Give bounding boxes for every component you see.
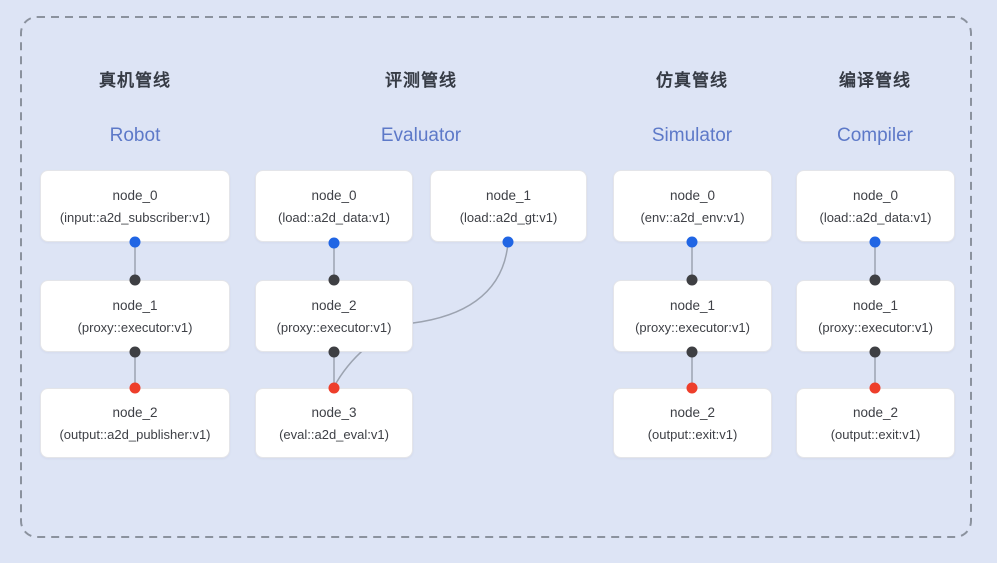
pipeline-title-en: Compiler (836, 125, 914, 146)
node-type-label: (output::exit:v1) (830, 427, 921, 442)
pipeline-title-zh: 评测管线 (385, 71, 457, 90)
diagram-node[interactable]: node_2(output::exit:v1) (613, 388, 772, 458)
pipeline-title-zh: 编译管线 (839, 71, 911, 90)
node-name-label: node_2 (852, 405, 899, 420)
node-type-label: (proxy::executor:v1) (635, 320, 750, 335)
node-type-label: (eval::a2d_eval:v1) (279, 427, 389, 442)
node-type-label: (output::exit:v1) (647, 427, 738, 442)
port-dot-blue (328, 237, 340, 249)
port-dot-blue (502, 236, 514, 248)
diagram-node[interactable]: node_0(load::a2d_data:v1) (255, 170, 413, 242)
port-dot-black (129, 346, 141, 358)
port-dot-red (328, 382, 340, 394)
dashed-container-border (20, 16, 972, 538)
diagram-node[interactable]: node_0(input::a2d_subscriber:v1) (40, 170, 230, 242)
node-type-label: (proxy::executor:v1) (818, 320, 933, 335)
node-name-label: node_0 (669, 188, 716, 203)
port-dot-red (686, 382, 698, 394)
port-dot-black (686, 346, 698, 358)
port-dot-red (129, 382, 141, 394)
port-dot-black (328, 346, 340, 358)
port-dot-black (869, 274, 881, 286)
diagram-node[interactable]: node_1(proxy::executor:v1) (40, 280, 230, 352)
diagram-node[interactable]: node_0(load::a2d_data:v1) (796, 170, 955, 242)
node-name-label: node_0 (852, 188, 899, 203)
port-dot-red (869, 382, 881, 394)
node-name-label: node_1 (112, 298, 158, 313)
diagram-node[interactable]: node_2(output::exit:v1) (796, 388, 955, 458)
diagram-node[interactable]: node_2(output::a2d_publisher:v1) (40, 388, 230, 458)
diagram-node[interactable]: node_3(eval::a2d_eval:v1) (255, 388, 413, 458)
node-name-label: node_1 (485, 188, 532, 203)
diagram-node[interactable]: node_2(proxy::executor:v1) (255, 280, 413, 352)
pipeline-title-en: Robot (109, 125, 161, 146)
node-name-label: node_2 (112, 405, 158, 420)
diagram-node[interactable]: node_1(load::a2d_gt:v1) (430, 170, 587, 242)
diagram-node[interactable]: node_1(proxy::executor:v1) (613, 280, 772, 352)
node-name-label: node_3 (311, 405, 357, 420)
port-dot-blue (686, 236, 698, 248)
node-type-label: (env::a2d_env:v1) (640, 210, 745, 225)
port-dot-blue (869, 236, 881, 248)
diagram-node[interactable]: node_1(proxy::executor:v1) (796, 280, 955, 352)
node-type-label: (load::a2d_data:v1) (819, 210, 932, 225)
port-dot-blue (129, 236, 141, 248)
node-name-label: node_0 (112, 188, 158, 203)
node-type-label: (load::a2d_data:v1) (277, 210, 391, 225)
pipeline-title-en: Evaluator (380, 125, 462, 146)
port-dot-black (869, 346, 881, 358)
port-dot-black (129, 274, 141, 286)
node-type-label: (load::a2d_gt:v1) (459, 210, 558, 225)
node-name-label: node_0 (311, 188, 357, 203)
node-type-label: (proxy::executor:v1) (276, 320, 392, 335)
port-dot-black (686, 274, 698, 286)
node-type-label: (input::a2d_subscriber:v1) (59, 210, 211, 225)
edge-connector (334, 242, 509, 386)
node-type-label: (proxy::executor:v1) (77, 320, 193, 335)
diagram-node[interactable]: node_0(env::a2d_env:v1) (613, 170, 772, 242)
pipeline-title-en: Simulator (651, 125, 733, 146)
pipeline-title-zh: 真机管线 (99, 71, 171, 90)
node-name-label: node_2 (311, 298, 357, 313)
port-dot-black (328, 274, 340, 286)
node-name-label: node_1 (669, 298, 716, 313)
pipeline-title-zh: 仿真管线 (656, 71, 728, 90)
node-name-label: node_1 (852, 298, 899, 313)
node-type-label: (output::a2d_publisher:v1) (59, 427, 211, 442)
node-name-label: node_2 (669, 405, 716, 420)
